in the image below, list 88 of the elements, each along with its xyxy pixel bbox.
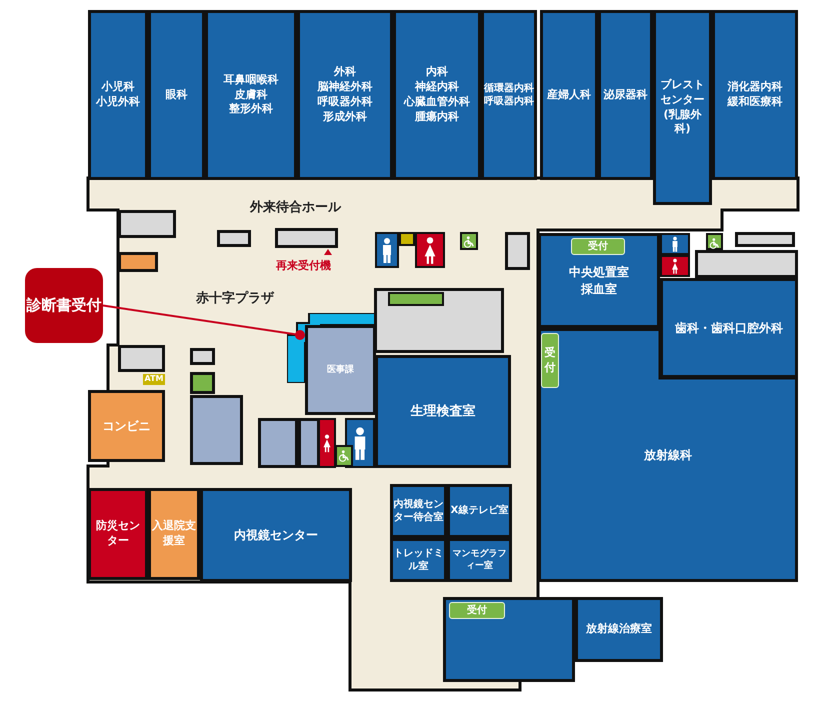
room-label: 整形外科 [229, 102, 273, 118]
room-block [88, 488, 148, 580]
room-block [217, 230, 251, 247]
room-label: 内視鏡センター待合室 [393, 498, 444, 524]
reception-label: 受付 [467, 604, 487, 618]
room-label: 皮膚科 [234, 88, 268, 102]
room-label: 眼科 [166, 88, 188, 102]
reception-label: 受付 [588, 240, 608, 254]
room-block [390, 484, 447, 538]
room-block [88, 10, 148, 180]
room-block [298, 418, 320, 468]
room-block [148, 10, 205, 180]
room-label: コンビニ [102, 418, 150, 434]
room-block [200, 488, 352, 582]
room-label: 脳神経外科 [318, 80, 372, 95]
hall-label: 外来待合ホール [250, 199, 341, 216]
room-label: 生理検査室 [410, 402, 476, 420]
room-label: 防災センター [95, 519, 141, 549]
room-block [390, 538, 447, 582]
room-label: 腫瘍内科 [415, 110, 459, 125]
room-block [538, 233, 660, 328]
room-block [481, 10, 537, 180]
room-label: 中央処置室 [569, 264, 629, 280]
room-block [735, 232, 795, 247]
room-label: 放射線科 [644, 446, 692, 464]
room-block [505, 232, 530, 270]
room-block [118, 252, 158, 272]
room-label: 採血室 [581, 280, 617, 297]
room-block [205, 10, 297, 180]
reception-sign [541, 333, 559, 388]
area-label: 赤十字プラザ [196, 290, 274, 307]
room-block [447, 484, 512, 538]
machine-label: 再来受付機 [276, 258, 331, 273]
room-label: 緩和医療科 [728, 95, 782, 110]
room-label: マンモグラフィー室 [452, 548, 508, 572]
callout-box [25, 268, 103, 343]
room-label: 呼吸器内科 [484, 95, 534, 108]
leader-line [102, 304, 305, 340]
room-block [660, 278, 798, 378]
room-label: X線テレビ室 [450, 504, 508, 518]
room-label: 泌尿器科 [604, 88, 648, 102]
room-label: 消化器内科 [728, 80, 782, 95]
room-block [190, 395, 243, 465]
reception-sign [449, 602, 505, 619]
reception-sign [571, 238, 625, 255]
room-label: 外科 [334, 65, 356, 80]
room-label: 循環器内科 [484, 82, 534, 95]
room-block [375, 355, 511, 468]
room-block [297, 10, 393, 180]
room-block [540, 10, 598, 180]
room-block [695, 250, 798, 278]
room-block [190, 372, 215, 394]
room-label: 歯科・歯科口腔外科 [675, 320, 783, 336]
room-label: 呼吸器外科 [318, 95, 372, 110]
room-label: 神経内科 [415, 80, 459, 95]
room-label: 内視鏡センター [234, 526, 318, 544]
room-block [653, 10, 712, 205]
room-block [148, 488, 200, 580]
room-block [275, 228, 338, 248]
room-block [258, 418, 298, 468]
room-block [190, 348, 215, 365]
room-block [88, 390, 165, 462]
room-label: 形成外科 [323, 110, 367, 125]
room-block [374, 288, 504, 353]
room-label: 内科 [426, 65, 448, 80]
room-block [305, 325, 376, 415]
room-label: 小児科 [102, 80, 134, 95]
room-label: ブレストセンター [660, 78, 706, 108]
room-label: 産婦人科 [547, 88, 591, 102]
room-block [118, 345, 165, 372]
room-block [575, 597, 663, 662]
room-label: トレッドミル室 [393, 546, 444, 574]
room-label: 医事課 [327, 364, 354, 376]
room-block [393, 10, 481, 180]
room-block [118, 210, 176, 238]
room-label: 耳鼻咽喉科 [224, 72, 278, 88]
room-block [447, 538, 512, 582]
reception-label: 受付 [543, 346, 556, 376]
room-label: (乳腺外科) [662, 108, 703, 138]
room-block [712, 10, 798, 180]
room-label: ATM [144, 374, 164, 385]
room-label: 心臓血管外科 [404, 95, 470, 110]
room-label: 小児外科 [96, 95, 140, 110]
room-block [443, 597, 575, 682]
room-label: 放射線治療室 [586, 622, 652, 637]
room-block [598, 10, 653, 180]
room-label: 入退院支援室 [151, 519, 197, 549]
callout-text: 診断書受付 [26, 295, 102, 316]
